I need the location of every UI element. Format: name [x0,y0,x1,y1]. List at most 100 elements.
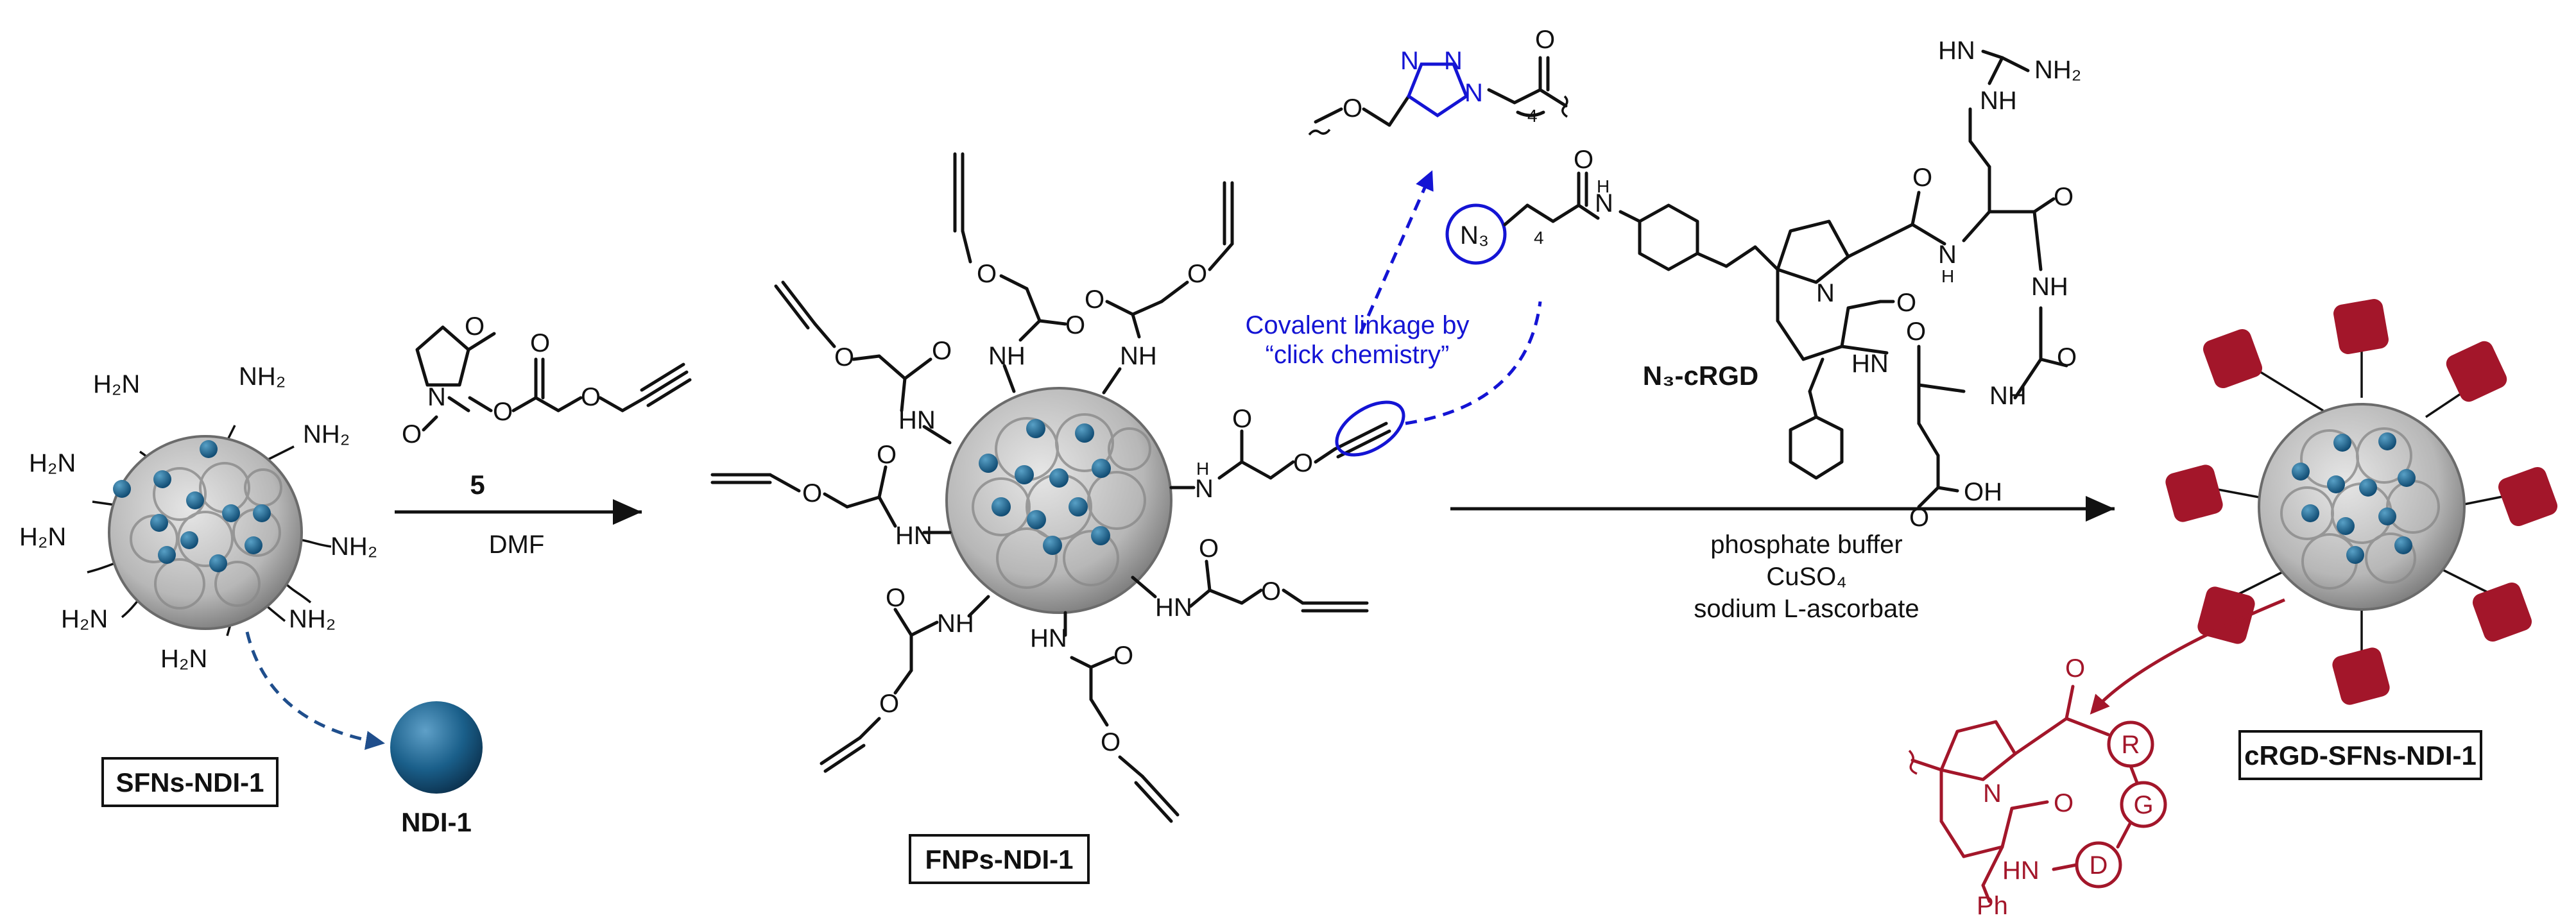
sfns-particle [87,425,332,636]
svg-text:N: N [1983,779,2002,808]
svg-text:H₂N: H₂N [19,523,66,551]
click-link-dash [1405,301,1542,425]
reaction-1-conditions: DMF [489,531,545,559]
svg-text:OH: OH [1964,478,2002,506]
svg-text:O: O [1906,318,1926,346]
svg-text:4: 4 [1534,228,1544,248]
svg-text:cRGD-SFNs-NDI-1: cRGD-SFNs-NDI-1 [2244,740,2477,771]
svg-text:HN: HN [1030,624,1067,652]
svg-text:O: O [886,584,906,612]
svg-text:N: N [427,383,446,411]
svg-text:D: D [2090,851,2108,880]
n3-crgd-structure: N₃ 4 O N H N O HN O N H O [1445,37,2081,532]
fnps-arms: NH O O NH O O HN O O HN O O N H O O [710,152,1391,823]
svg-text:O: O [2057,343,2077,371]
svg-text:Covalent linkage by: Covalent linkage by [1245,311,1469,339]
peptide-zoom-arrow [2090,598,2285,715]
svg-text:O: O [1065,311,1085,339]
ndi-release-arrow [245,631,385,750]
svg-text:N: N [1464,79,1483,107]
reaction-2-conditions: phosphate buffer CuSO₄ sodium L-ascorbat… [1694,531,1919,623]
svg-text:NH₂: NH₂ [289,605,336,633]
svg-text:O: O [2065,654,2085,683]
svg-text:O: O [465,312,485,341]
svg-text:HN: HN [1155,593,1192,622]
ndi-label: NDI-1 [401,807,472,837]
svg-text:NH: NH [1989,382,2027,410]
svg-text:O: O [530,329,550,357]
svg-text:O: O [581,383,601,411]
svg-text:HN: HN [1851,350,1889,378]
svg-text:G: G [2133,791,2153,819]
svg-text:HN: HN [895,522,932,550]
svg-text:O: O [1912,164,1932,192]
svg-text:HN: HN [2002,856,2039,885]
svg-text:Ph: Ph [1977,892,2008,920]
svg-text:O: O [1113,642,1133,670]
svg-text:O: O [1085,285,1104,314]
svg-text:O: O [1261,577,1281,606]
svg-text:O: O [2054,789,2074,817]
svg-text:O: O [1187,260,1207,288]
svg-text:N: N [1444,47,1463,75]
svg-text:N: N [1595,189,1613,217]
click-annotation: Covalent linkage by “click chemistry” [1245,311,1469,369]
svg-text:H₂N: H₂N [29,449,76,477]
svg-text:H: H [1196,459,1209,479]
click-arrow [1359,170,1434,335]
svg-text:O: O [977,260,997,288]
svg-text:“click chemistry”: “click chemistry” [1266,341,1450,369]
svg-text:N₃: N₃ [1460,221,1489,250]
svg-text:CuSO₄: CuSO₄ [1766,563,1846,591]
svg-text:NH: NH [937,609,974,638]
svg-text:H₂N: H₂N [61,605,108,633]
svg-text:NH: NH [1120,342,1157,370]
svg-text:O: O [2054,183,2074,211]
alkyne-highlight [1335,400,1405,457]
svg-text:O: O [1896,289,1916,317]
svg-text:H₂N: H₂N [160,645,207,673]
fnps-label: FNPs-NDI-1 [909,834,1090,884]
svg-text:O: O [834,343,854,371]
svg-text:O: O [877,441,897,469]
svg-text:NH: NH [988,342,1026,370]
svg-text:O: O [1199,534,1219,563]
compound-5-label: 5 [470,470,485,500]
svg-text:O: O [1232,405,1252,433]
svg-text:N: N [1400,47,1419,75]
svg-text:O: O [802,479,822,507]
svg-text:NH₂: NH₂ [2034,56,2081,84]
svg-text:FNPs-NDI-1: FNPs-NDI-1 [925,844,1073,874]
svg-text:O: O [879,690,899,718]
svg-text:NH: NH [2031,273,2068,301]
azide-highlight [1445,203,1507,265]
sfns-label: SFNs-NDI-1 [101,757,279,807]
fnps-particle [945,387,1172,614]
svg-text:O: O [402,420,422,448]
svg-text:O: O [932,337,952,365]
triazole-fragment: O N N N 4 O [1308,26,1568,136]
svg-text:HN: HN [1938,37,1975,65]
svg-text:N: N [1938,241,1957,269]
sfns-amines: NH₂ H₂N NH₂ H₂N H₂N NH₂ H₂N NH₂ H₂N [19,362,377,673]
svg-text:H₂N: H₂N [93,370,140,398]
svg-text:sodium L-ascorbate: sodium L-ascorbate [1694,595,1919,623]
svg-text:NH: NH [1980,87,2017,115]
compound-5-structure: N O O O O O [402,312,692,448]
svg-text:HN: HN [898,406,936,434]
svg-text:O: O [1343,94,1362,123]
svg-text:N: N [1816,279,1835,307]
svg-text:O: O [1574,146,1593,174]
crgd-fragment: N O O R G D HN Ph [1908,654,2167,920]
svg-text:NH₂: NH₂ [239,362,286,391]
svg-text:4: 4 [1527,106,1538,126]
svg-text:H: H [1941,266,1954,286]
crgd-sfns-label: cRGD-SFNs-NDI-1 [2238,730,2482,780]
n3-crgd-label: N₃-cRGD [1643,361,1758,391]
svg-text:R: R [2122,731,2140,759]
crgd-peptide-squares [2165,299,2558,705]
svg-text:O: O [493,398,513,426]
svg-text:H: H [1597,176,1610,196]
svg-text:NH₂: NH₂ [303,420,350,448]
